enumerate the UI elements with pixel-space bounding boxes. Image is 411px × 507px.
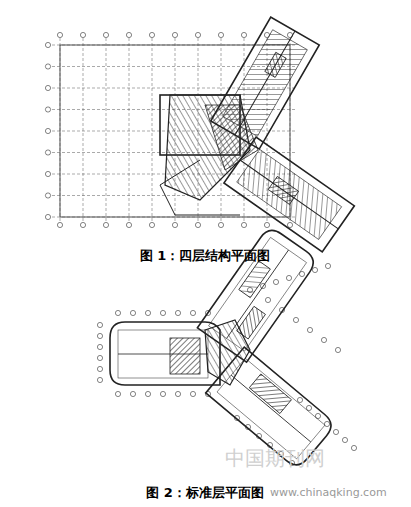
axis-bubble [195,222,200,227]
axis-bubble [241,32,246,37]
axis-bubble [160,391,165,396]
fourth-floor-plan [45,17,354,252]
axis-bubble [335,347,340,352]
axis-bubble [115,391,120,396]
axis-bubble [265,297,270,302]
axis-bubble [45,85,50,90]
axis-bubble [297,397,302,402]
axis-bubble [97,355,102,360]
axis-bubble [126,222,131,227]
axis-bubble [172,222,177,227]
axis-bubble [45,171,50,176]
axis-bubble [190,391,195,396]
axis-bubble [160,310,165,315]
figure-caption: 图 1：四层结构平面图 [140,247,271,265]
grid-line [60,38,61,222]
grid-line [129,38,130,222]
grid-line [52,217,295,218]
axis-bubble [273,279,278,284]
axis-bubble [287,222,292,227]
axis-bubble [103,222,108,227]
axis-bubble [45,214,50,219]
axis-bubble [351,445,356,450]
axis-bubble [264,222,269,227]
axis-bubble [97,344,102,349]
standard-floor-plan [97,225,356,470]
axis-bubble [57,222,62,227]
grid-line [106,38,107,222]
axis-bubble [80,32,85,37]
axis-bubble [103,32,108,37]
grid-line [52,45,295,46]
axis-bubble [333,429,338,434]
axis-bubble [145,391,150,396]
axis-bubble [172,32,177,37]
axis-bubble [299,271,304,276]
axis-bubble [293,317,298,322]
axis-bubble [324,421,329,426]
axis-bubble [218,32,223,37]
axis-bubble [115,310,120,315]
axis-bubble [321,337,326,342]
axis-bubble [286,275,291,280]
axis-bubble [130,310,135,315]
grid-line [152,38,153,222]
axis-bubble [97,366,102,371]
axis-bubble [195,32,200,37]
axis-bubble [57,32,62,37]
axis-bubble [175,310,180,315]
axis-bubble [45,64,50,69]
axis-bubble [342,437,347,442]
axis-bubble [190,310,195,315]
figure-caption: 图 2：标准层平面图 [146,484,264,502]
axis-bubble [145,310,150,315]
axis-bubble [97,377,102,382]
axis-bubble [149,32,154,37]
axis-bubble [45,128,50,133]
axis-bubble [45,150,50,155]
axis-bubble [45,42,50,47]
axis-bubble [312,267,317,272]
axis-bubble [306,405,311,410]
axis-bubble [45,107,50,112]
axis-bubble [97,333,102,338]
axis-bubble [218,222,223,227]
axis-bubble [45,193,50,198]
watermark: 中国期刊网 [225,445,325,472]
axis-bubble [149,222,154,227]
axis-bubble [325,263,330,268]
axis-bubble [175,391,180,396]
axis-bubble [126,32,131,37]
axis-bubble [241,222,246,227]
axis-bubble [130,391,135,396]
grid-line [83,38,84,222]
axis-bubble [307,327,312,332]
axis-bubble [97,322,102,327]
watermark: www.chinaqking.com [270,486,387,499]
axis-bubble [80,222,85,227]
